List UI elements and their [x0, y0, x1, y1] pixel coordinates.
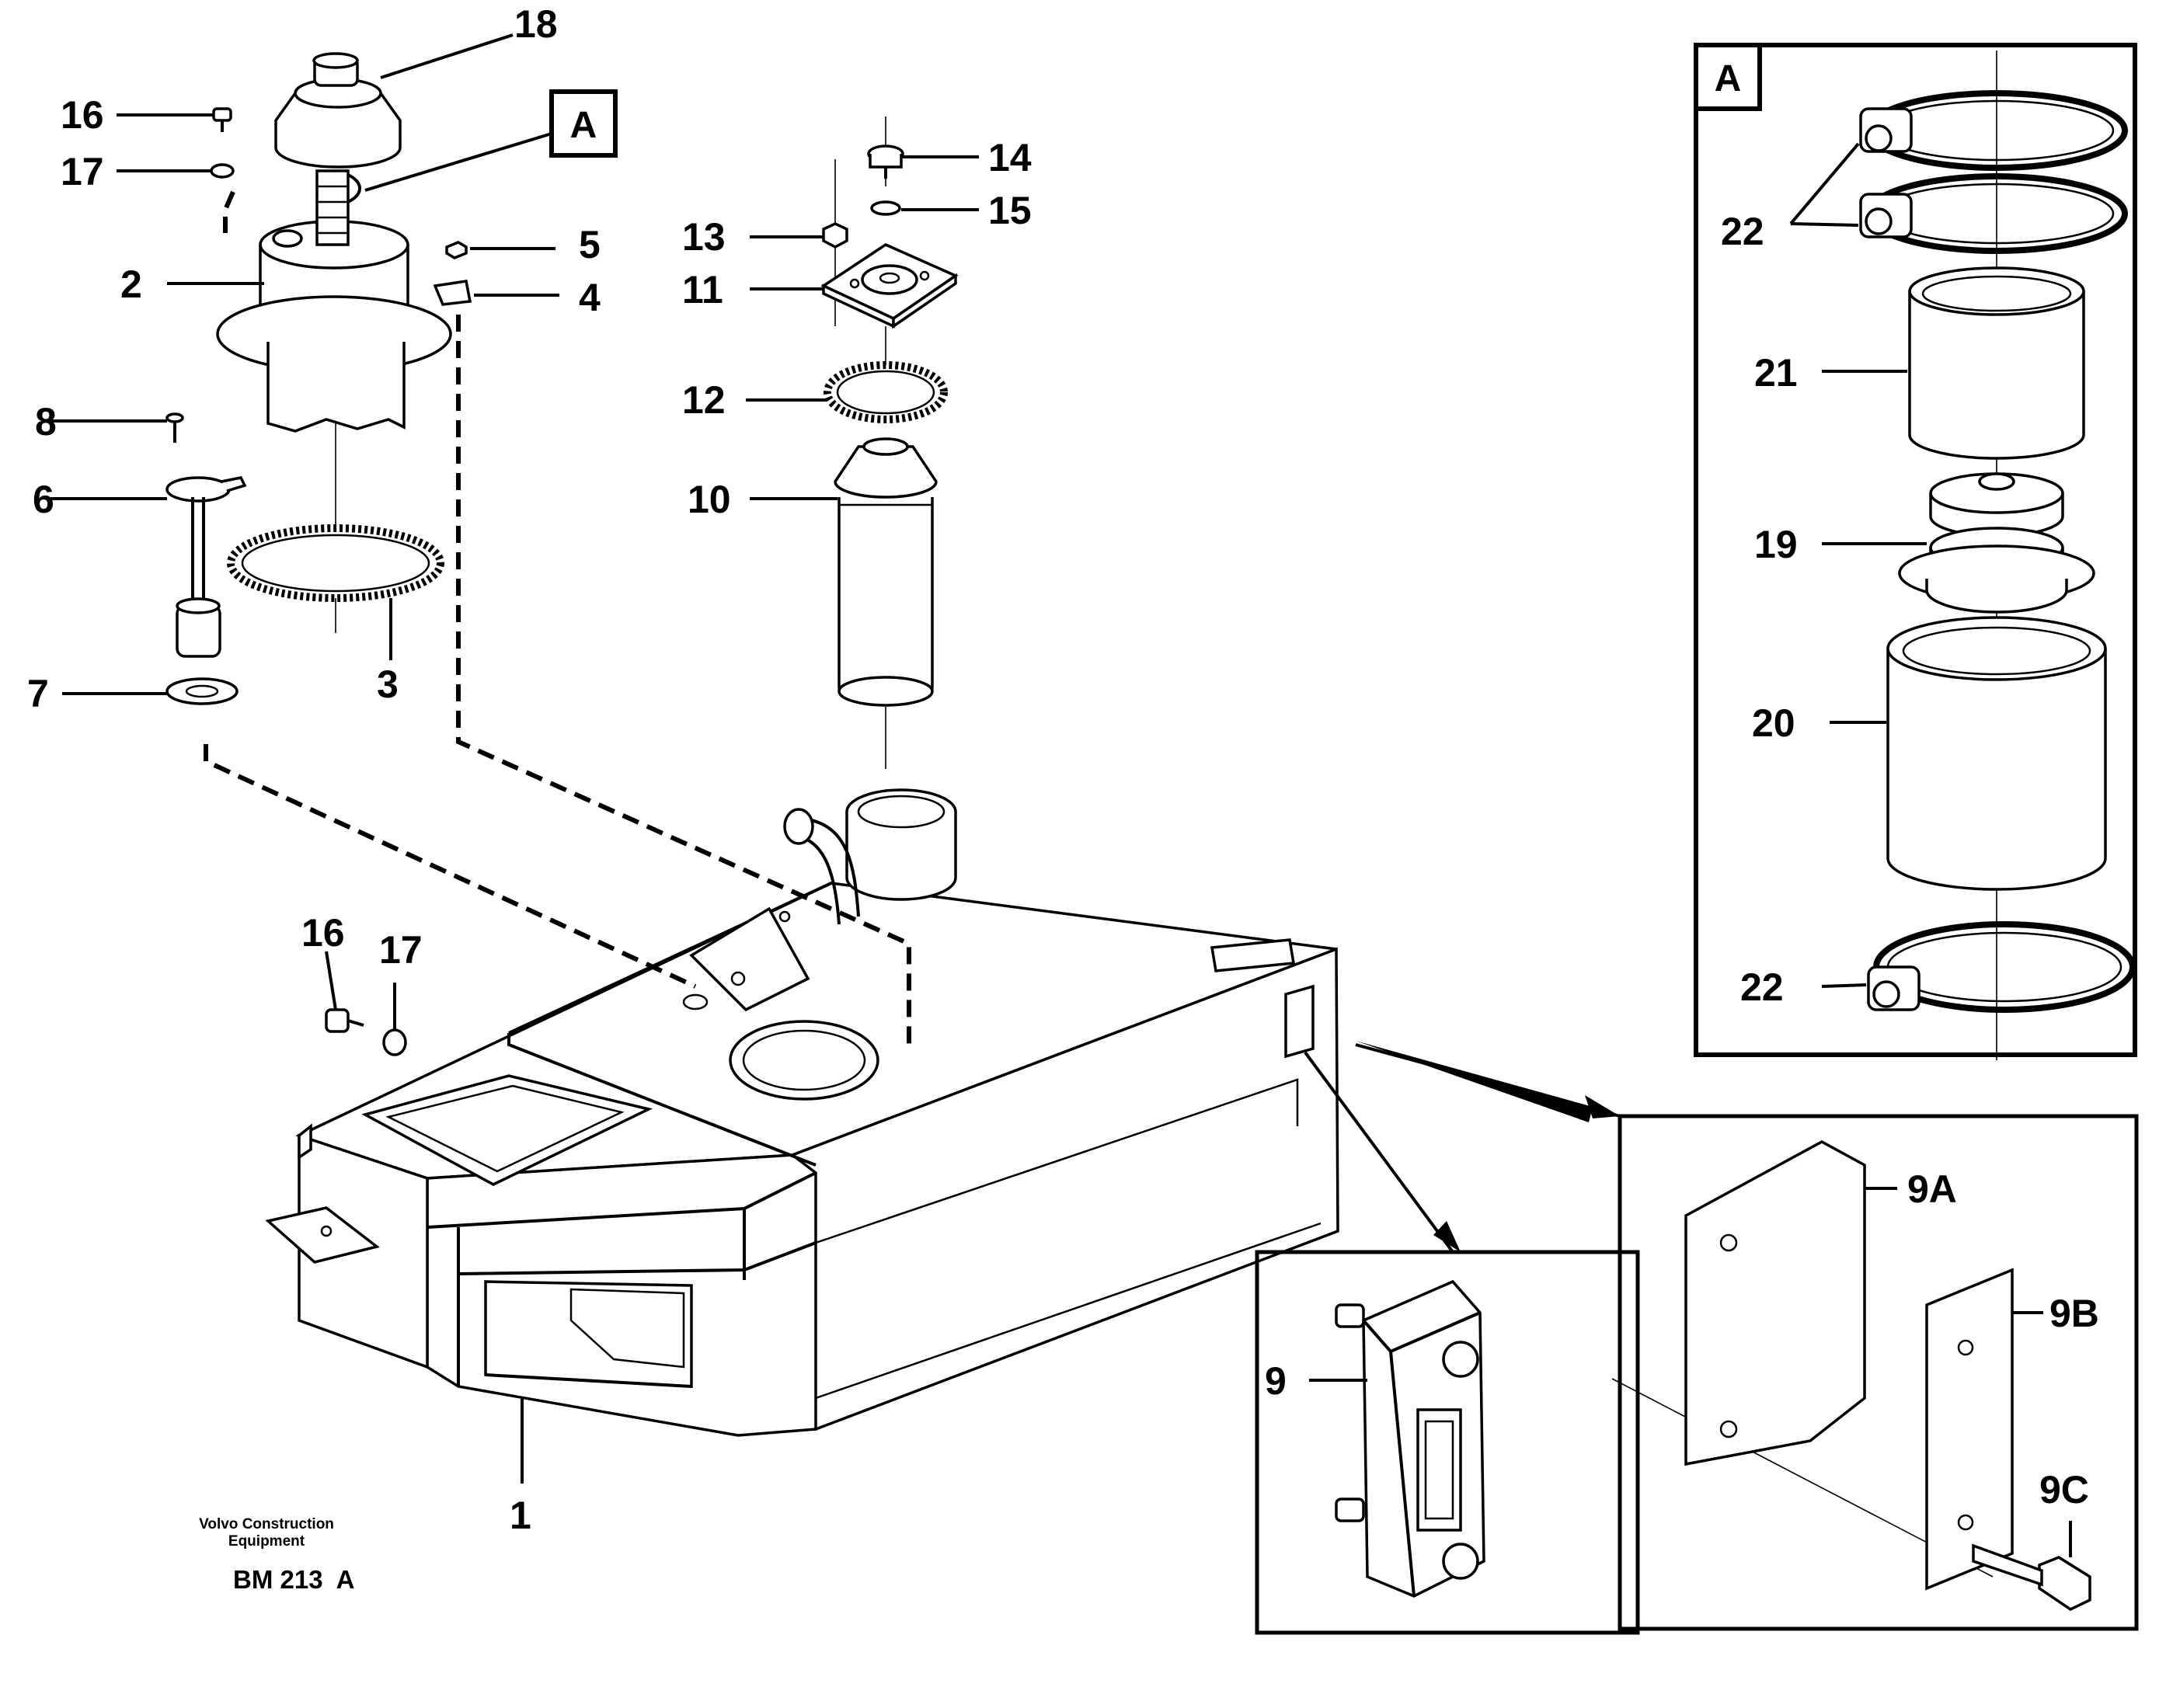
label-17-top: 17	[61, 150, 104, 193]
label-17-lower: 17	[379, 928, 423, 972]
label-18: 18	[514, 2, 558, 46]
detail-a-callout-label: A	[570, 105, 597, 146]
hydraulic-tank	[265, 788, 1339, 1437]
nut-13	[822, 222, 848, 249]
screw-14	[867, 144, 904, 179]
label-19: 19	[1754, 523, 1798, 566]
label-15: 15	[988, 189, 1032, 232]
label-21: 21	[1754, 351, 1798, 395]
label-9a: 9A	[1907, 1167, 1957, 1211]
label-11: 11	[682, 268, 723, 311]
label-7: 7	[27, 672, 49, 715]
gasket-9a	[1684, 1140, 1866, 1466]
label-9: 9	[1265, 1359, 1287, 1403]
drawing-code: BM 213 A	[233, 1565, 355, 1594]
label-10: 10	[688, 478, 731, 521]
label-22-lower: 22	[1740, 965, 1784, 1009]
bolt-9c	[1972, 1543, 2091, 1612]
cover-plate-11	[820, 243, 959, 329]
detail-a-inset: A	[1694, 43, 2137, 1057]
filter-element-19	[1898, 472, 2095, 614]
part-labels: 18 16 17 2 8 6 7 3 5 4 13 11 12 10 14 15…	[27, 2, 2099, 1537]
sight-glass-inset	[1255, 1051, 1640, 1635]
canister-20	[1886, 616, 2107, 891]
strainer-10	[834, 437, 938, 707]
label-3: 3	[377, 663, 399, 706]
screw-8	[165, 412, 184, 443]
label-4: 4	[579, 276, 601, 319]
label-13: 13	[682, 215, 726, 259]
label-22-upper: 22	[1721, 210, 1764, 253]
company-name-line1: Volvo Construction	[199, 1516, 334, 1532]
gasket-12	[824, 361, 948, 423]
hose-21	[1908, 266, 2085, 460]
level-gauge-6	[165, 476, 247, 658]
label-9b: 9B	[2049, 1292, 2099, 1335]
hose-clamp-22-upper	[1859, 90, 2128, 171]
filter-housing	[216, 169, 452, 433]
label-20: 20	[1752, 701, 1795, 745]
washer-7	[165, 677, 239, 705]
nut-5	[445, 241, 468, 259]
label-14: 14	[988, 136, 1032, 179]
screw-16-lower	[325, 1008, 364, 1033]
washer-17-top	[210, 163, 235, 179]
clip-4	[433, 280, 472, 306]
label-9c: 9C	[2039, 1468, 2089, 1511]
gasket-plate-inset	[1355, 1041, 2139, 1631]
washer-15	[870, 200, 901, 216]
label-16-top: 16	[61, 93, 104, 137]
detail-a-callout: A	[364, 89, 618, 192]
washer-17-lower	[382, 1028, 407, 1056]
plate-9b	[1925, 1268, 2014, 1591]
label-12: 12	[682, 378, 726, 422]
label-5: 5	[579, 223, 601, 266]
gasket-3	[227, 524, 444, 602]
company-name-line2: Equipment	[228, 1533, 305, 1550]
label-6: 6	[33, 478, 54, 521]
sight-glass-9	[1335, 1279, 1485, 1598]
label-2: 2	[120, 263, 142, 306]
hose-clamp-22-middle	[1859, 173, 2128, 254]
label-16-lower: 16	[301, 911, 345, 955]
label-1: 1	[510, 1494, 531, 1537]
leader-lines	[47, 33, 2072, 1557]
label-8: 8	[35, 400, 57, 444]
screw-16-top	[212, 107, 232, 132]
hose-clamp-22-lower	[1867, 921, 2136, 1013]
breather-cap	[274, 52, 402, 169]
footer: Volvo Construction Equipment BM 213 A	[199, 1516, 354, 1594]
detail-a-inset-label: A	[1715, 58, 1742, 99]
